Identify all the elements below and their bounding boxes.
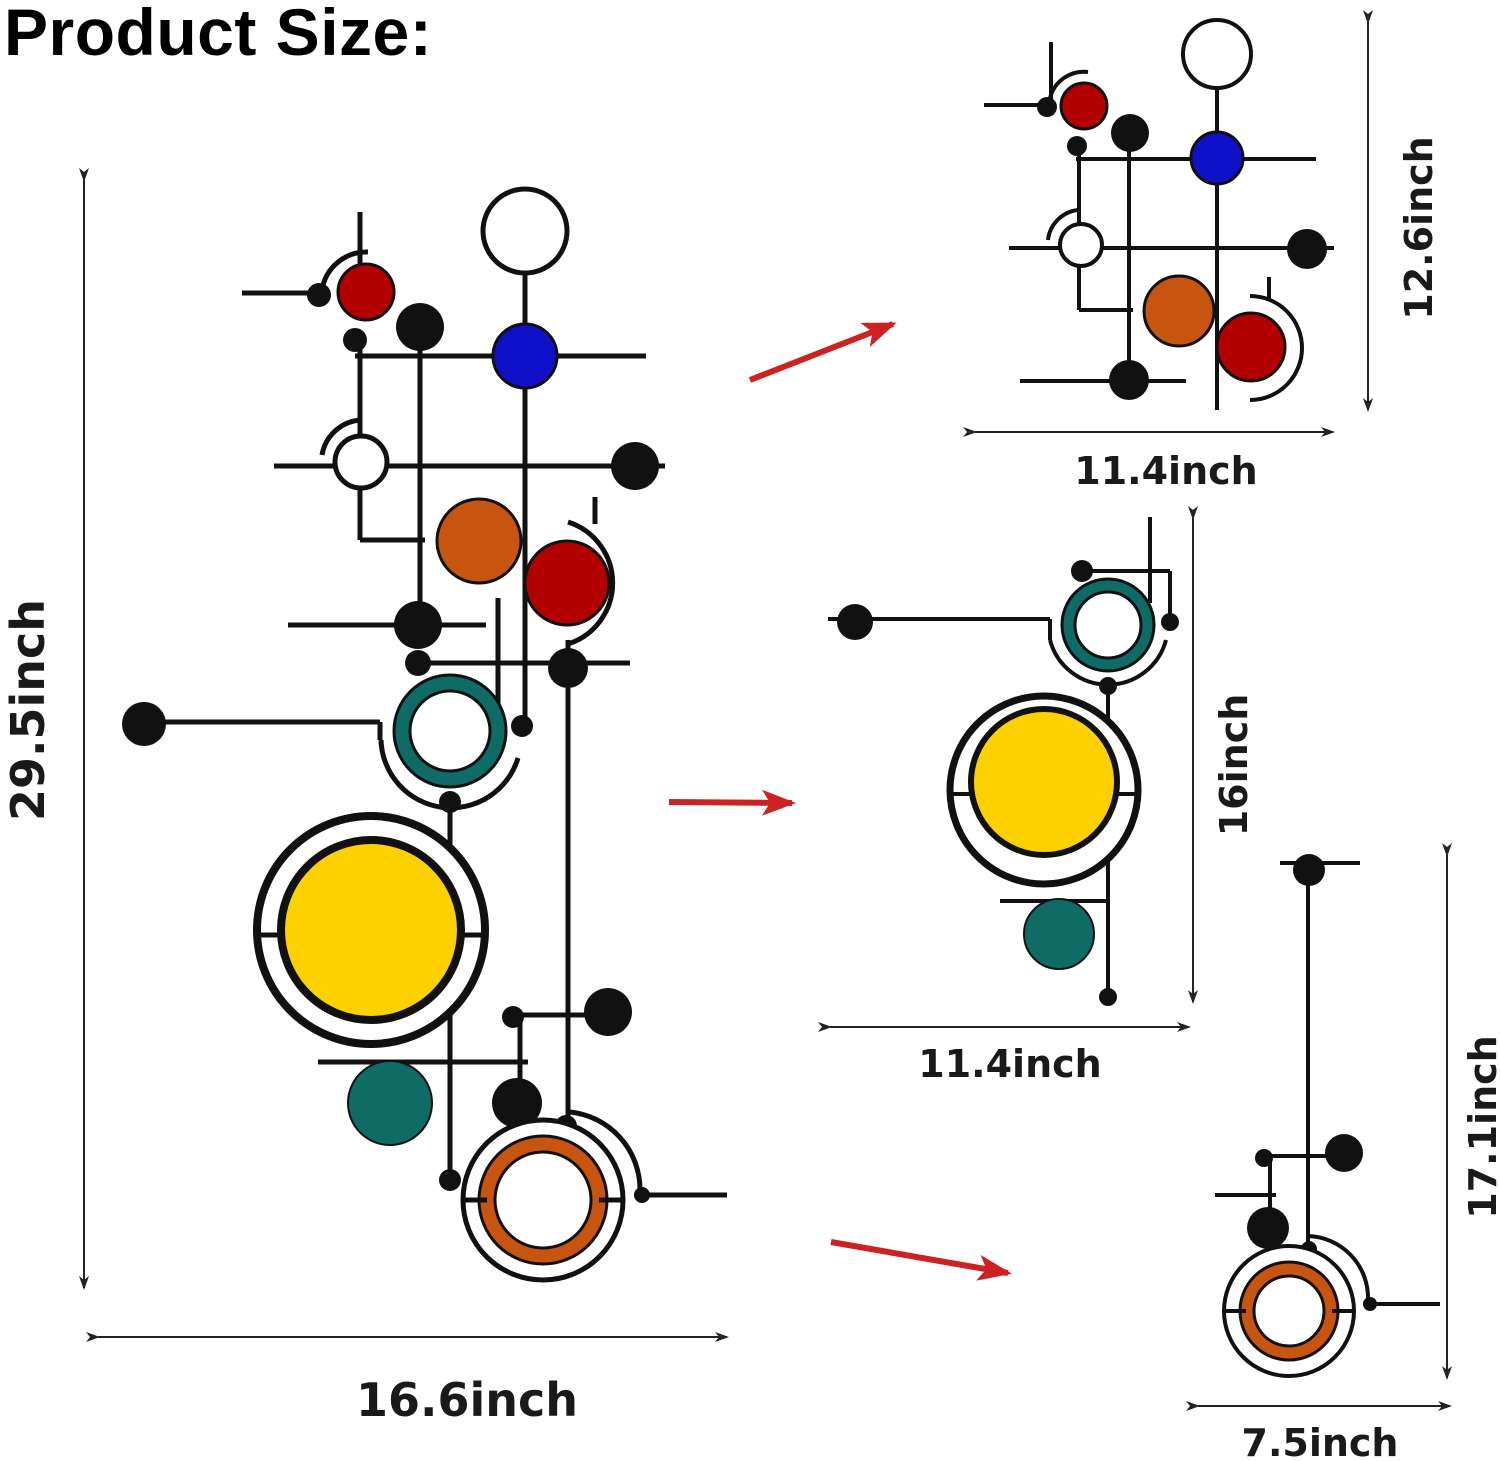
middle-width-label: 11.4inch [918,1042,1101,1086]
full-dots [122,283,659,1203]
top-width-label: 11.4inch [1074,449,1257,493]
arrow-to-bottom-piece [830,1239,1012,1281]
bottom-width-label: 7.5inch [1242,1421,1399,1461]
top-piece: 12.6inch 11.4inch [963,10,1441,493]
page-title: Product Size: [4,0,433,69]
middle-height-label: 16inch [1212,694,1256,837]
middle-piece: 16inch 11.4inch [818,506,1256,1086]
arrow-to-middle-piece [668,789,796,816]
arrow-to-top-piece [748,321,897,383]
full-colored-circles [253,186,626,1283]
red-arrows [668,321,1012,1281]
full-width-label: 16.6inch [356,1373,578,1427]
bottom-height-label: 17.1inch [1461,1035,1500,1218]
full-height-label: 29.5inch [1,599,55,821]
top-height-label: 12.6inch [1397,136,1441,319]
full-assembly: 29.5inch 16.6inch [1,168,729,1427]
bottom-piece: 17.1inch 7.5inch [1186,843,1500,1461]
